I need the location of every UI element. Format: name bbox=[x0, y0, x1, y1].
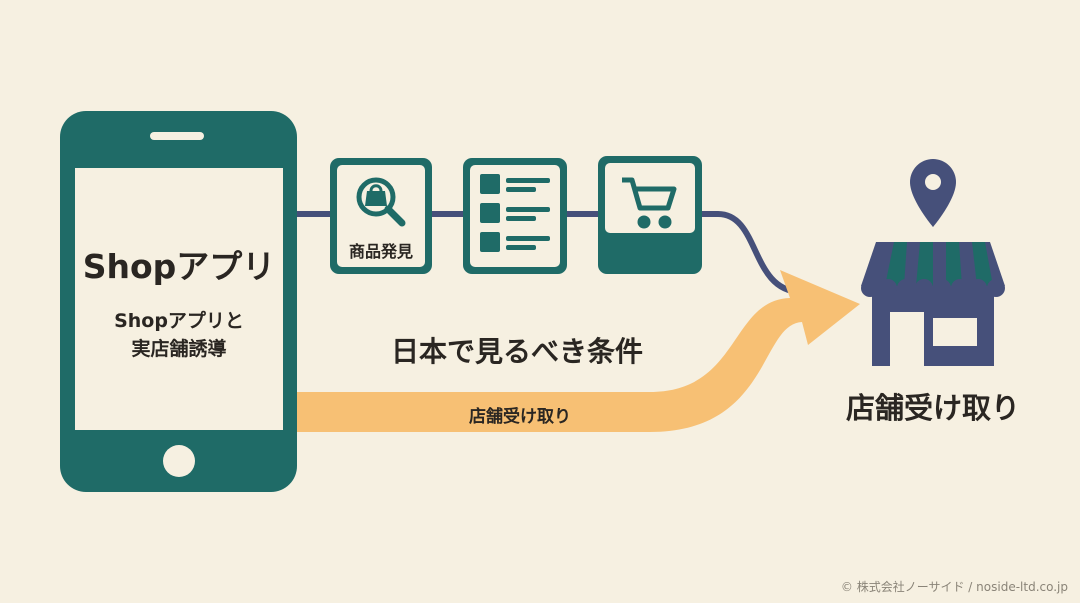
arrow-label: 店舗受け取り bbox=[469, 407, 571, 427]
phone-device bbox=[60, 111, 297, 492]
center-heading: 日本で見るべき条件 bbox=[390, 335, 644, 368]
phone-subtitle-line2: 実店舗誘導 bbox=[131, 338, 227, 360]
location-pin-icon bbox=[910, 159, 956, 227]
phone-subtitle-line1: Shopアプリと bbox=[114, 310, 244, 332]
store-icon bbox=[861, 242, 1005, 366]
step-card-search bbox=[330, 158, 432, 274]
connector-line bbox=[293, 211, 803, 295]
cart-icon bbox=[622, 177, 677, 229]
copyright-footer: © 株式会社ノーサイド / noside-ltd.co.jp bbox=[840, 580, 1068, 594]
phone-title: Shopアプリ bbox=[82, 247, 276, 286]
store-label: 店舗受け取り bbox=[845, 391, 1021, 425]
list-icon bbox=[480, 174, 550, 252]
step-label-search: 商品発見 bbox=[348, 242, 414, 261]
flow-arrow bbox=[296, 270, 860, 432]
step-card-list bbox=[463, 158, 567, 274]
step-card-cart bbox=[598, 156, 702, 274]
magnifier-bag-icon bbox=[356, 177, 406, 227]
